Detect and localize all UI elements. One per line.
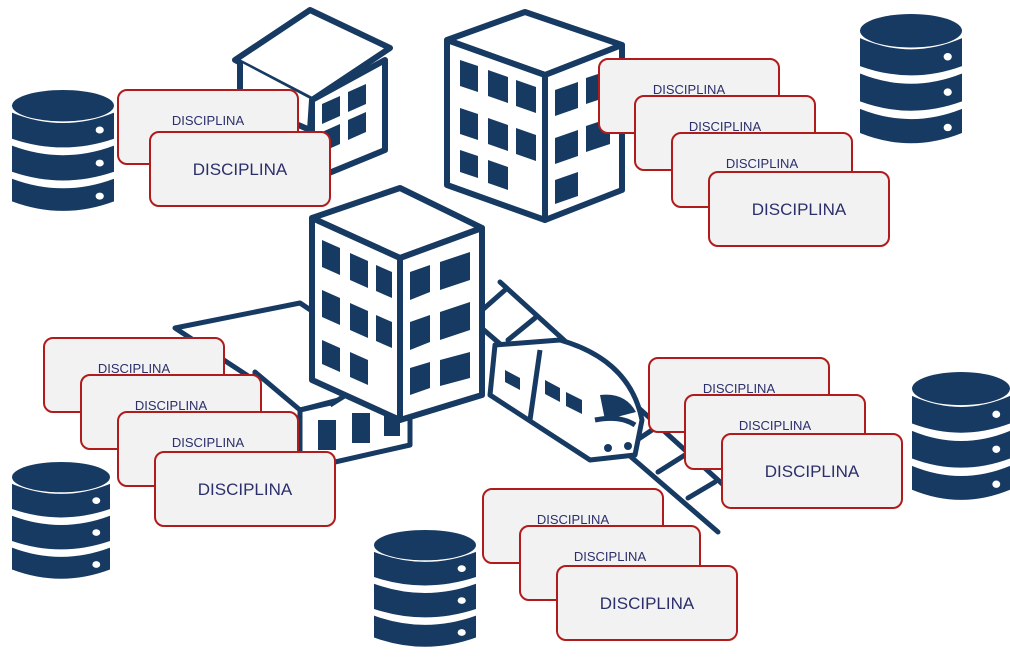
- discipline-label: DISCIPLINA: [764, 462, 860, 481]
- discipline-label: DISCIPLINA: [738, 418, 812, 433]
- database-icon: [860, 14, 962, 144]
- discipline-label: DISCIPLINA: [573, 549, 647, 564]
- tower-building-icon: [309, 185, 485, 423]
- train-icon: [487, 337, 645, 463]
- discipline-label: DISCIPLINA: [652, 82, 726, 97]
- database-icon: [12, 90, 114, 211]
- discipline-card: DISCIPLINA: [721, 433, 903, 509]
- discipline-label: DISCIPLINA: [688, 119, 762, 134]
- database-icon: [12, 462, 110, 579]
- discipline-label: DISCIPLINA: [97, 361, 171, 376]
- discipline-card: DISCIPLINA: [556, 565, 738, 641]
- office-building-icon: [444, 9, 625, 223]
- discipline-label: DISCIPLINA: [725, 156, 799, 171]
- discipline-card: DISCIPLINA: [154, 451, 336, 527]
- discipline-label: DISCIPLINA: [599, 594, 695, 613]
- discipline-label: DISCIPLINA: [171, 113, 245, 128]
- database-icon: [374, 530, 476, 647]
- discipline-label: DISCIPLINA: [134, 398, 208, 413]
- discipline-card: DISCIPLINA: [149, 131, 331, 207]
- discipline-label: DISCIPLINA: [702, 381, 776, 396]
- discipline-label: DISCIPLINA: [536, 512, 610, 527]
- discipline-card: DISCIPLINA: [708, 171, 890, 247]
- database-icon: [912, 372, 1010, 500]
- discipline-label: DISCIPLINA: [197, 480, 293, 499]
- discipline-label: DISCIPLINA: [192, 160, 288, 179]
- discipline-label: DISCIPLINA: [171, 435, 245, 450]
- discipline-label: DISCIPLINA: [751, 200, 847, 219]
